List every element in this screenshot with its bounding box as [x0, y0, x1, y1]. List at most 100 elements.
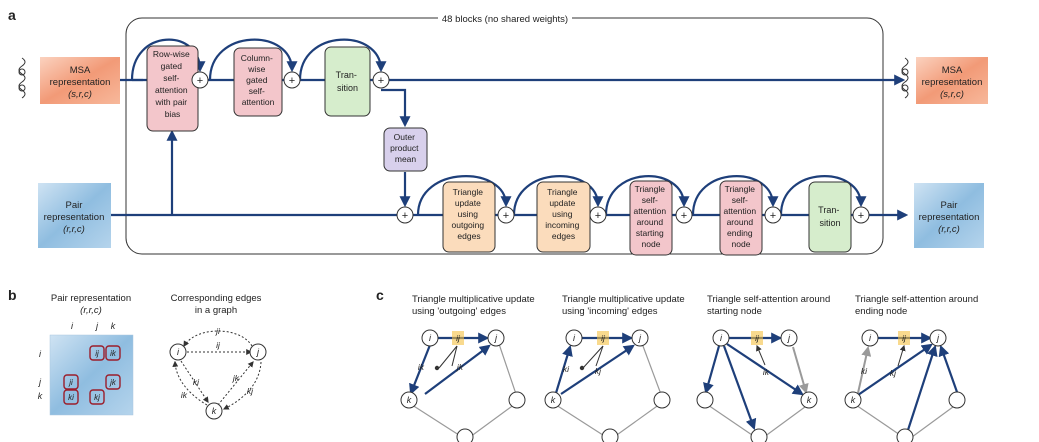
outer-product-mean-box: Outer product mean — [383, 127, 428, 172]
graph-node-j: j — [256, 347, 260, 357]
svg-text:ij: ij — [456, 333, 461, 343]
svg-text:ji: ji — [68, 378, 73, 387]
pair-input-representation: Pair representation (r,r,c) — [38, 183, 111, 248]
panel-c-label: c — [376, 287, 384, 303]
svg-text:Triangle self- att: Triangle self- attention around ending n… — [724, 184, 759, 249]
edge-label-ij: ij — [216, 340, 221, 350]
svg-text:k: k — [551, 395, 556, 405]
svg-text:Triangle multiplicative update: Triangle multiplicative update — [562, 294, 685, 305]
residual-add-node: + — [852, 206, 870, 224]
svg-text:j: j — [936, 333, 940, 343]
svg-text:representation: representation — [50, 77, 111, 88]
svg-text:ik: ik — [418, 362, 425, 372]
edge-label-ki: ki — [193, 377, 200, 387]
svg-text:+: + — [378, 75, 384, 87]
pair-output-representation: Pair representation (r,r,c) — [914, 183, 984, 248]
graph-node-k: k — [212, 406, 217, 416]
svg-text:+: + — [197, 75, 203, 87]
svg-text:Triangle multiplicative update: Triangle multiplicative update — [412, 294, 535, 305]
svg-text:ij: ij — [95, 349, 99, 358]
svg-text:kj: kj — [595, 366, 602, 376]
svg-text:ki: ki — [563, 364, 570, 374]
svg-text:ik: ik — [763, 367, 770, 377]
svg-text:representation: representation — [922, 77, 983, 88]
matrix-cell-kj: kj — [89, 389, 105, 405]
matrix-row-label: j — [38, 377, 42, 387]
pair-transition-box: Tran- sition — [808, 181, 852, 253]
matrix-col-label: k — [111, 321, 116, 331]
triangle-update-incoming-box: Triangle update using incoming edges — [536, 181, 591, 253]
matrix-row-label: i — [39, 349, 42, 359]
svg-text:(s,r,c): (s,r,c) — [68, 89, 92, 100]
svg-text:i: i — [429, 333, 432, 343]
sequence-glyph-icon — [901, 57, 909, 99]
svg-text:(s,r,c): (s,r,c) — [940, 89, 964, 100]
sequence-glyph-icon — [18, 57, 26, 99]
matrix-row-label: k — [38, 391, 43, 401]
svg-text:using 'outgoing' edges: using 'outgoing' edges — [412, 306, 506, 317]
svg-text:Tran- sition: Tran- sition — [818, 205, 842, 228]
svg-text:j: j — [787, 333, 791, 343]
column-wise-attention-box: Column- wise gated self- attention — [233, 47, 283, 117]
svg-text:j: j — [494, 333, 498, 343]
svg-text:kj: kj — [94, 393, 100, 402]
residual-add-node: + — [764, 206, 782, 224]
edge-label-jk: jk — [232, 373, 240, 383]
svg-text:i: i — [720, 333, 723, 343]
matrix-cell-ij: ij — [89, 345, 105, 361]
svg-text:k: k — [807, 395, 812, 405]
row-wise-attention-box: Row-wise gated self- attention with pair… — [146, 45, 199, 132]
svg-text:ik: ik — [110, 349, 117, 358]
msa-transition-box: Tran- sition — [324, 46, 371, 117]
graph-title: Corresponding edges — [171, 293, 262, 304]
msa-output-representation: MSA representation (s,r,c) — [916, 57, 988, 104]
svg-text:using 'incoming' edges: using 'incoming' edges — [562, 306, 658, 317]
edge-label-kj: kj — [247, 386, 254, 396]
svg-text:Triangle self- att: Triangle self- attention around starting… — [634, 184, 669, 249]
residual-add-node: + — [675, 206, 693, 224]
msa-residual-3 — [298, 38, 387, 81]
matrix-cell-ik: ik — [105, 345, 121, 361]
pair-matrix-dims: (r,r,c) — [80, 305, 102, 316]
residual-add-node: + — [497, 206, 515, 224]
svg-text:representation: representation — [919, 212, 980, 223]
residual-add-node: + — [191, 71, 209, 89]
pair-matrix-title: Pair representation — [51, 293, 131, 304]
svg-text:(r,r,c): (r,r,c) — [938, 224, 960, 235]
svg-text:kj: kj — [890, 368, 897, 378]
svg-text:+: + — [289, 75, 295, 87]
svg-text:k: k — [851, 395, 856, 405]
graph-subtitle: in a graph — [195, 305, 237, 316]
svg-text:MSA: MSA — [942, 65, 963, 76]
subpanel-outgoing: Triangle multiplicative update using 'ou… — [400, 294, 535, 442]
svg-text:Triangle self-attention around: Triangle self-attention around — [707, 294, 830, 305]
panel-a-label: a — [8, 7, 16, 23]
svg-text:representation: representation — [44, 212, 105, 223]
edge-graph: i j k ji ij ki ik jk kj — [169, 326, 267, 420]
triangle-attention-starting-box: Triangle self- attention around starting… — [629, 180, 673, 256]
svg-text:+: + — [503, 210, 509, 222]
svg-text:Pair: Pair — [66, 200, 83, 211]
residual-add-node: + — [396, 206, 414, 224]
svg-text:+: + — [595, 210, 601, 222]
svg-text:ij: ij — [902, 333, 907, 343]
svg-text:k: k — [407, 395, 412, 405]
edge-label-ik: ik — [181, 390, 188, 400]
residual-add-node: + — [283, 71, 301, 89]
svg-text:+: + — [858, 210, 864, 222]
svg-text:ij: ij — [601, 333, 606, 343]
msa-to-outer-wire — [381, 88, 411, 128]
svg-text:Triangle self-attention around: Triangle self-attention around — [855, 294, 978, 305]
msa-residual-2 — [208, 38, 298, 81]
svg-text:(r,r,c): (r,r,c) — [63, 224, 85, 235]
svg-text:jk: jk — [109, 378, 117, 387]
subpanel-starting-node: Triangle self-attention around starting … — [696, 294, 830, 442]
svg-text:Column- wise gated: Column- wise gated self- attention — [241, 53, 276, 107]
svg-text:ki: ki — [68, 393, 74, 402]
edge-label-ji: ji — [215, 326, 221, 336]
svg-text:Pair: Pair — [941, 200, 958, 211]
panel-b-label: b — [8, 287, 17, 303]
msa-input-representation: MSA representation (s,r,c) — [40, 57, 120, 104]
triangle-attention-ending-box: Triangle self- attention around ending n… — [719, 180, 763, 256]
